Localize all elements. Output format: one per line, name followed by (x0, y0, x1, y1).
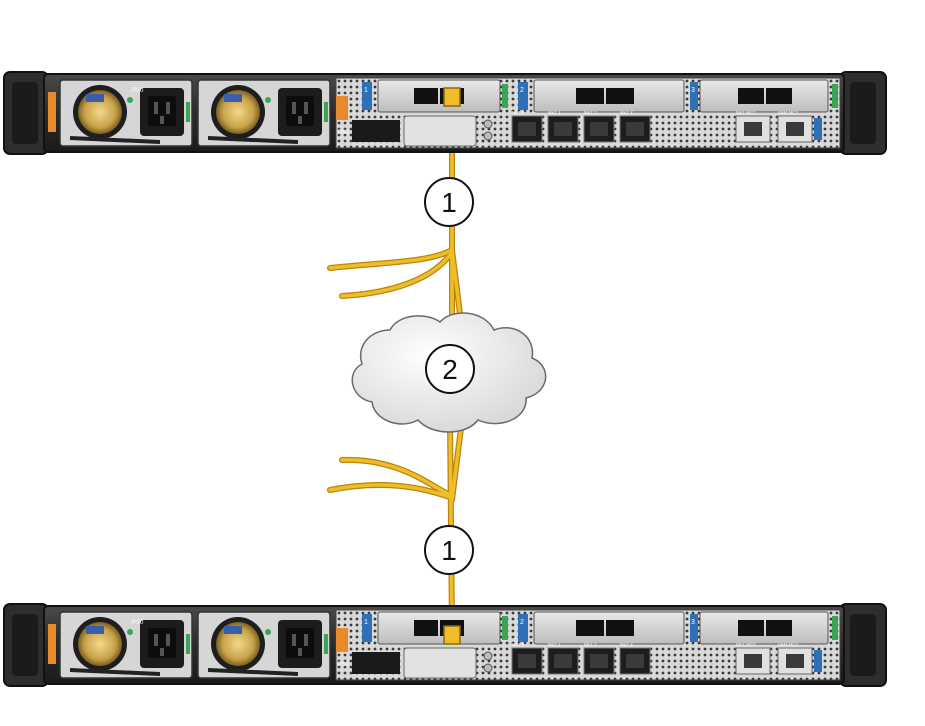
cable-connector-top (443, 87, 461, 107)
pcie-label-2: 2 (520, 87, 524, 94)
port-label-net1: NET 1 (548, 110, 561, 115)
port-label-net1: NET 1 (548, 642, 561, 647)
mgmt-label-ser: SER MGT (778, 642, 799, 647)
mgmt-label-net: NET MGT (736, 642, 756, 647)
server-top: PS1 PS0 1 2 3 NET 0 NET 1 NET 2 NET 3 NE… (2, 70, 888, 156)
port-label-net3: NET 3 (620, 110, 633, 115)
callout-bottom-label: 1 (441, 535, 457, 566)
mgmt-label-net: NET MGT (736, 110, 756, 115)
pcie-label-3: 3 (691, 87, 695, 94)
port-label-net3: NET 3 (620, 642, 633, 647)
callout-top-label: 1 (441, 187, 457, 218)
cable-bundle (327, 93, 465, 631)
psu-label-1: PS1 (338, 662, 350, 668)
callout-bottom: 1 (424, 525, 474, 575)
callout-cloud-label: 2 (442, 354, 458, 385)
callout-top: 1 (424, 177, 474, 227)
port-label-net2: NET 2 (584, 110, 597, 115)
cable-connector-bottom (443, 625, 461, 645)
server-bottom: PS1 PS0 1 2 3 NET 0 NET 1 NET 2 NET 3 NE… (2, 602, 888, 688)
pcie-label-2: 2 (520, 619, 524, 626)
pcie-label-1: 1 (364, 87, 368, 94)
port-label-net2: NET 2 (584, 642, 597, 647)
psu-label-1: PS1 (338, 130, 350, 136)
pcie-label-1: 1 (364, 619, 368, 626)
port-label-net0: NET 0 (512, 642, 525, 647)
psu-label-0: PS0 (132, 620, 144, 626)
psu-label-0: PS0 (132, 88, 144, 94)
port-label-net0: NET 0 (512, 110, 525, 115)
callout-cloud: 2 (425, 344, 475, 394)
mgmt-label-ser: SER MGT (778, 110, 799, 115)
pcie-label-3: 3 (691, 619, 695, 626)
